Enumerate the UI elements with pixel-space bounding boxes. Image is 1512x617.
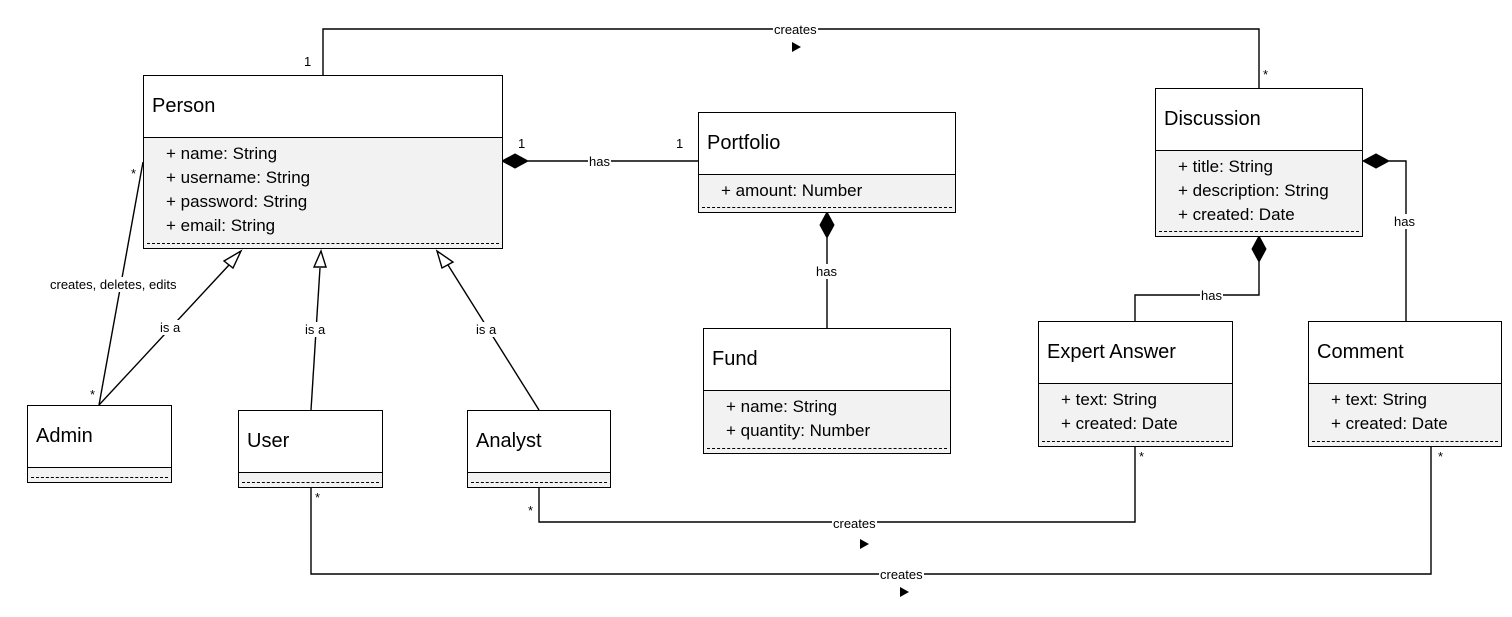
inheritance-arrow-admin	[222, 249, 243, 270]
line-discussion-expert	[1134, 262, 1260, 321]
composition-diamond-person	[500, 153, 530, 169]
class-name: Comment	[1309, 322, 1501, 384]
attribute: + email: String	[166, 216, 276, 235]
class-user: User	[238, 410, 383, 488]
class-name: Admin	[28, 406, 171, 468]
dashed-separator	[702, 207, 952, 208]
label-analyst-expert: creates	[832, 516, 877, 531]
attribute: + title: String	[1178, 157, 1273, 176]
attribute: + created: Date	[1178, 205, 1295, 224]
label-discussion-comment: has	[1393, 214, 1416, 229]
class-comment: Comment + text: String + created: Date	[1308, 321, 1502, 447]
label-user-comment: creates	[879, 567, 924, 582]
label-user-isa: is a	[304, 322, 327, 337]
class-attributes: + text: String + created: Date	[1309, 384, 1501, 446]
line-discussion-comment	[1389, 160, 1407, 321]
attribute: + quantity: Number	[726, 421, 871, 440]
composition-diamond-discussion-bottom	[1251, 234, 1267, 264]
class-discussion: Discussion + title: String + description…	[1155, 88, 1363, 237]
class-admin: Admin	[27, 405, 172, 483]
class-attributes: + amount: Number	[699, 175, 955, 212]
composition-diamond-portfolio	[819, 210, 835, 240]
class-expert-answer: Expert Answer + text: String + created: …	[1038, 321, 1233, 447]
mult-user: *	[315, 490, 321, 505]
class-fund: Fund + name: String + quantity: Number	[703, 328, 951, 454]
direction-arrow-user-comment	[900, 587, 909, 597]
mult-person-right: 1	[518, 136, 526, 151]
mult-portfolio-left: 1	[676, 136, 684, 151]
line-user-comment	[310, 446, 1432, 575]
attribute: + text: String	[1331, 390, 1427, 409]
class-portfolio: Portfolio + amount: Number	[698, 112, 956, 213]
dashed-separator	[707, 448, 947, 449]
dashed-separator	[31, 477, 168, 478]
attribute: + username: String	[166, 168, 311, 187]
mult-admin: *	[90, 387, 96, 402]
class-attributes: + name: String + username: String + pass…	[144, 138, 502, 248]
class-attributes	[28, 468, 171, 482]
line-analyst-expert	[538, 446, 1136, 523]
label-portfolio-fund: has	[815, 264, 838, 279]
label-person-admin: creates, deletes, edits	[49, 277, 178, 292]
attribute: + text: String	[1061, 390, 1157, 409]
dashed-separator	[1159, 231, 1359, 232]
attribute: + created: Date	[1331, 414, 1448, 433]
class-attributes: + title: String + description: String + …	[1156, 151, 1362, 236]
class-name: Fund	[704, 329, 950, 391]
line-admin-isa	[98, 264, 230, 406]
label-admin-isa: is a	[159, 320, 182, 335]
class-person: Person + name: String + username: String…	[143, 75, 503, 249]
label-discussion-expert: has	[1200, 288, 1223, 303]
dashed-separator	[471, 482, 607, 483]
direction-arrow-analyst-expert	[860, 539, 869, 549]
mult-expert-answer: *	[1139, 449, 1145, 464]
attribute: + description: String	[1178, 181, 1329, 200]
class-name: Person	[144, 76, 502, 138]
class-attributes	[468, 473, 610, 487]
label-person-portfolio: has	[588, 154, 611, 169]
attribute: + name: String	[726, 397, 838, 416]
line-user-isa	[310, 267, 321, 411]
inheritance-arrow-user	[312, 249, 327, 268]
mult-comment: *	[1438, 449, 1444, 464]
label-analyst-isa: is a	[475, 322, 498, 337]
class-name: Analyst	[468, 411, 610, 473]
class-attributes: + text: String + created: Date	[1039, 384, 1232, 446]
class-name: Discussion	[1156, 89, 1362, 151]
inheritance-arrow-analyst	[435, 249, 455, 270]
attribute: + name: String	[166, 144, 278, 163]
mult-person-left: *	[131, 166, 137, 181]
line-analyst-isa	[447, 264, 540, 411]
mult-analyst: *	[528, 503, 534, 518]
composition-diamond-discussion-right	[1361, 153, 1391, 169]
attribute: + amount: Number	[721, 181, 863, 200]
class-attributes	[239, 473, 382, 487]
class-name: Portfolio	[699, 113, 955, 175]
mult-discussion-top: *	[1263, 67, 1269, 82]
dashed-separator	[147, 243, 499, 244]
label-person-discussion: creates	[773, 22, 818, 37]
dashed-separator	[1042, 441, 1229, 442]
class-name: User	[239, 411, 382, 473]
class-attributes: + name: String + quantity: Number	[704, 391, 950, 453]
dashed-separator	[242, 482, 379, 483]
mult-person-top: 1	[304, 54, 312, 69]
attribute: + password: String	[166, 192, 308, 211]
class-analyst: Analyst	[467, 410, 611, 488]
direction-arrow-person-discussion	[792, 42, 801, 52]
class-name: Expert Answer	[1039, 322, 1232, 384]
dashed-separator	[1312, 441, 1498, 442]
attribute: + created: Date	[1061, 414, 1178, 433]
